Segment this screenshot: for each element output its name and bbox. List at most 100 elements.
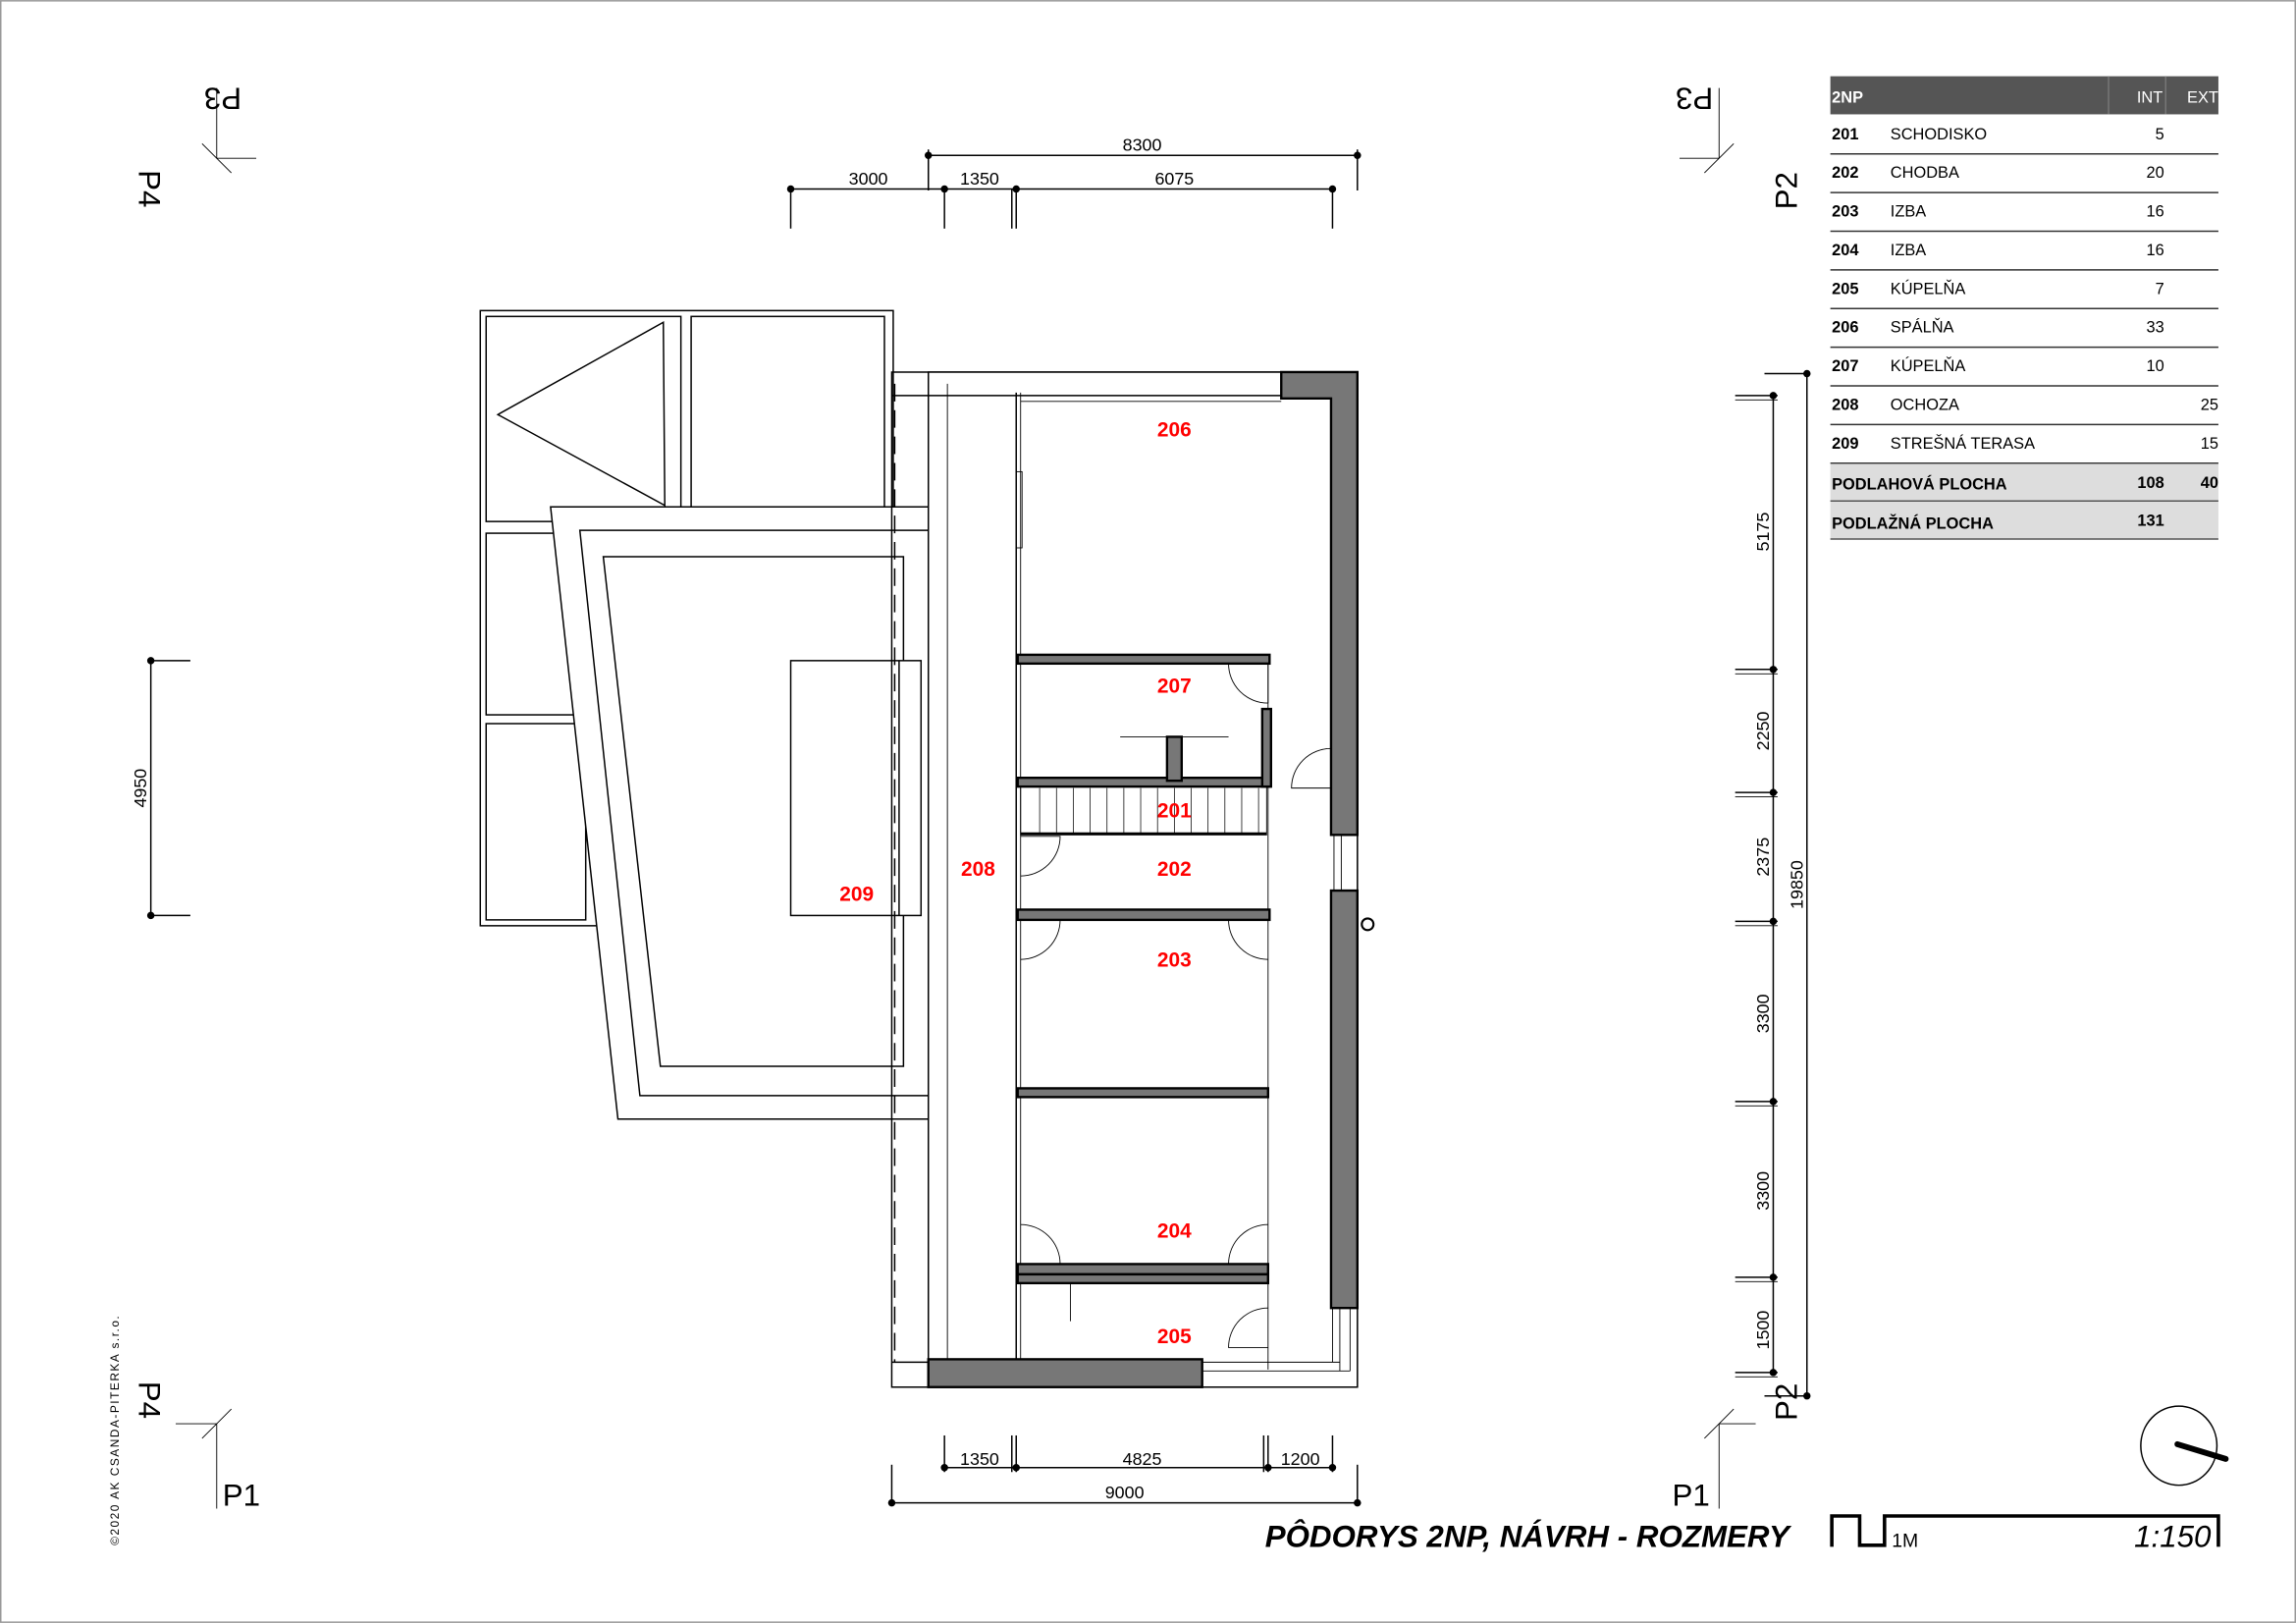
- scale-bar: [1830, 1514, 2220, 1547]
- room-number: 202: [1832, 164, 1858, 182]
- north-arrow-icon: [2140, 1405, 2229, 1487]
- partition-203-bottom: [1016, 1087, 1270, 1099]
- room-int-area: 5: [2156, 126, 2164, 143]
- partition-207-top: [1016, 653, 1271, 666]
- room-name: KÚPELŇA: [1891, 356, 1966, 375]
- table-header-floor: 2NP: [1832, 89, 1863, 107]
- room-number: 205: [1832, 280, 1858, 298]
- partition-207-bottom: [1016, 776, 1271, 788]
- dim-right-4: 3300: [1753, 994, 1773, 1033]
- room-labels: 206 207 201 202 208 209 203 204 205: [839, 419, 1192, 1348]
- room-number: 208: [1832, 396, 1858, 413]
- room-int-area: 7: [2156, 280, 2164, 298]
- dimensions: 8300 3000 1350 6075 1350 4825 1200 9000 …: [131, 135, 1811, 1507]
- copyright: ©2020 AK CSANDA-PITERKA s.r.o.: [108, 1315, 122, 1545]
- room-number: 207: [1832, 357, 1858, 375]
- dim-right-2: 2250: [1753, 712, 1773, 751]
- building-outline: [890, 371, 1359, 1388]
- room-int-area: 33: [2147, 319, 2164, 337]
- dim-right-1: 5175: [1753, 513, 1773, 552]
- room-number: 209: [1832, 435, 1858, 453]
- table-row: 201 SCHODISKO 5: [1830, 126, 2218, 155]
- dim-top-1: 3000: [849, 169, 888, 189]
- dim-bottom-2: 4825: [1123, 1449, 1162, 1469]
- dim-right-5: 3300: [1753, 1171, 1773, 1211]
- room-name: STREŠNÁ TERASA: [1891, 434, 2035, 453]
- room-int-area: 16: [2147, 203, 2164, 221]
- room-label-201: 201: [1157, 799, 1192, 822]
- dim-dot: [1769, 917, 1778, 926]
- room-label-209: 209: [839, 883, 874, 905]
- table-row: 204 IZBA 16: [1830, 242, 2218, 271]
- total-floor-area-label: PODLAHOVÁ PLOCHA: [1832, 474, 2007, 493]
- room-number: 204: [1832, 242, 1859, 259]
- dim-dot: [1769, 392, 1778, 400]
- room-label-207: 207: [1157, 676, 1192, 698]
- room-name: OCHOZA: [1891, 396, 1959, 413]
- room-number: 203: [1832, 203, 1858, 221]
- room-name: SPÁLŇA: [1891, 318, 1954, 337]
- table-header-ext: EXT: [2187, 89, 2218, 107]
- total-storey-area-label: PODLAŽNÁ PLOCHA: [1832, 514, 1994, 533]
- section-p3-top-left: P3: [204, 81, 241, 116]
- room-name: KÚPELŇA: [1891, 279, 1966, 298]
- section-p2-top: P2: [1769, 172, 1803, 209]
- room-ext-area: 25: [2201, 396, 2218, 413]
- room-int-area: 20: [2147, 164, 2164, 182]
- dim-dot: [1769, 1273, 1778, 1281]
- room-name: CHODBA: [1891, 164, 1959, 182]
- room-name: IZBA: [1891, 203, 1926, 221]
- table-row: 208 OCHOZA 25: [1830, 396, 2218, 426]
- total-storey-area-int: 131: [2137, 513, 2163, 530]
- room-int-area: 16: [2147, 242, 2164, 259]
- room-label-208: 208: [961, 858, 995, 881]
- doors: [1020, 663, 1331, 1348]
- table-row: 203 IZBA 16: [1830, 203, 2218, 233]
- table-row: 205 KÚPELŇA 7: [1830, 279, 2218, 309]
- scale-bar-label: 1M: [1892, 1530, 1918, 1551]
- table-header-int: INT: [2137, 89, 2163, 107]
- terrace-209: [550, 506, 930, 1120]
- total-floor-area-ext: 40: [2201, 474, 2218, 492]
- dim-left: 4950: [131, 769, 150, 808]
- room-label-206: 206: [1157, 419, 1192, 442]
- dim-dot: [1769, 788, 1778, 796]
- dim-top-total: 8300: [1123, 135, 1162, 155]
- partition-203-top: [1016, 908, 1271, 922]
- dim-dot: [1769, 666, 1778, 674]
- room-label-205: 205: [1157, 1325, 1192, 1348]
- room-name: IZBA: [1891, 242, 1926, 259]
- section-p4-bottom: P4: [133, 1381, 167, 1419]
- section-p1-right: P1: [1673, 1479, 1710, 1513]
- partition-204-bottom-a: [1016, 1263, 1270, 1276]
- exterior-lamp-icon: [1361, 917, 1375, 932]
- triangle-skylight: [496, 321, 666, 507]
- dim-dot: [1769, 1098, 1778, 1106]
- section-p3-top-right: P3: [1676, 81, 1713, 116]
- room-ext-area: 15: [2201, 435, 2218, 453]
- partition-204-bottom-b: [1016, 1272, 1270, 1285]
- drawing-title: PÔDORYS 2NP, NÁVRH - ROZMERY: [1265, 1518, 1792, 1553]
- drawing-scale: 1:150: [2134, 1519, 2212, 1553]
- table-row: 209 STREŠNÁ TERASA 15: [1830, 434, 2218, 464]
- staircase-201: [1020, 785, 1267, 836]
- room-label-204: 204: [1157, 1220, 1192, 1243]
- dim-right-3: 2375: [1753, 838, 1773, 877]
- wall-east: [1329, 889, 1360, 1310]
- section-p1-left: P1: [223, 1479, 260, 1513]
- section-markers: P3 P4 P3 P2 P4 P1 P1 P2: [133, 81, 1804, 1513]
- total-floor-area-int: 108: [2137, 474, 2163, 492]
- dim-bottom-3: 1200: [1281, 1449, 1320, 1469]
- room-number: 201: [1832, 126, 1858, 143]
- dim-dot: [1769, 1369, 1778, 1377]
- room-name: SCHODISKO: [1891, 126, 1987, 143]
- table-row: 202 CHODBA 20: [1830, 164, 2218, 193]
- partition-stub: [1165, 735, 1184, 783]
- walls: [927, 370, 1375, 1388]
- dim-right-total: 19850: [1787, 860, 1806, 909]
- section-p2-bottom: P2: [1769, 1383, 1803, 1421]
